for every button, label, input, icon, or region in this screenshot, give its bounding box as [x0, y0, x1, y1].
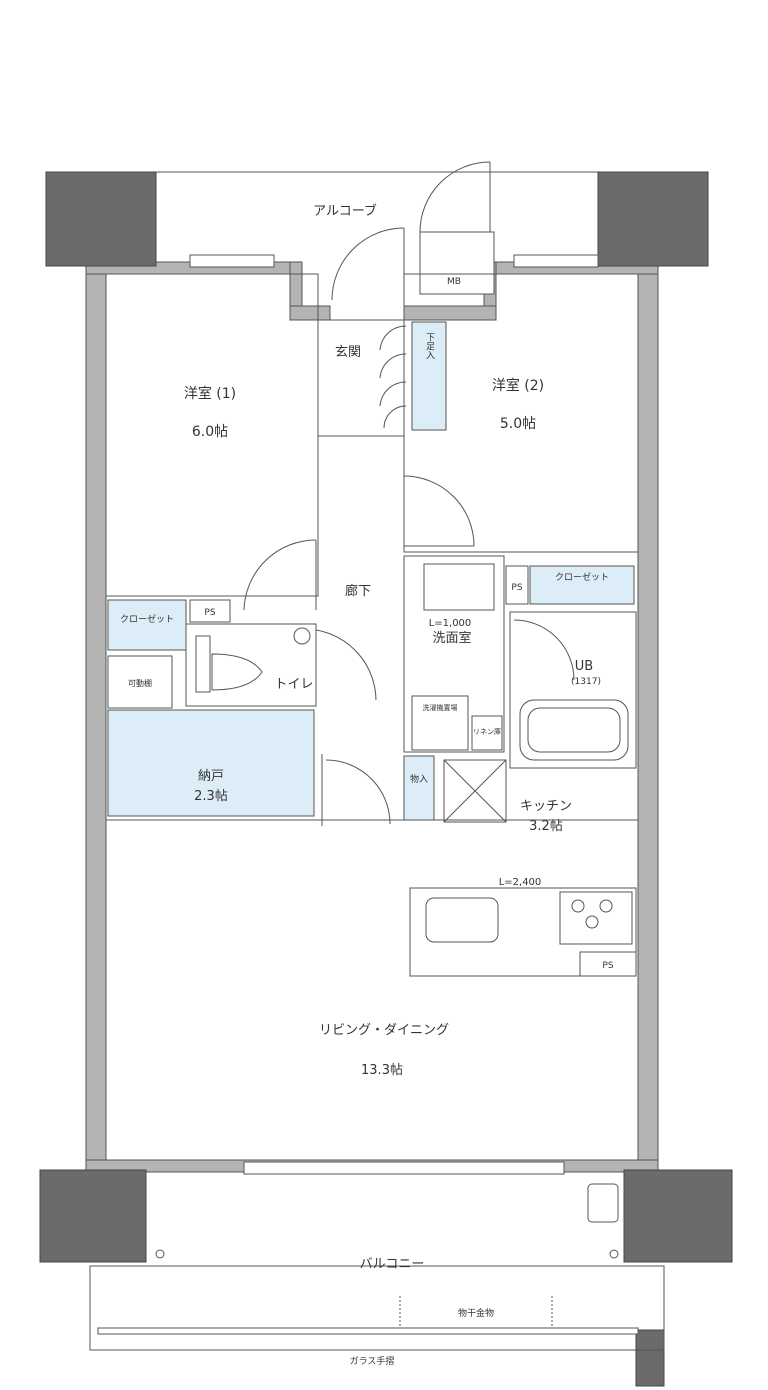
ub-size-label: (1317)	[571, 677, 601, 687]
washroom-length: L=1,000	[429, 618, 472, 629]
hallway: 廊下	[345, 583, 371, 599]
western1-size: 6.0帖	[192, 424, 228, 440]
western-room-1: 洋室 (1) 6.0帖	[105, 273, 319, 611]
living-dining: リビング・ダイニング 13.3帖	[105, 819, 639, 1175]
shoe-storage-label: 下足入	[424, 333, 435, 360]
structural-columns	[39, 171, 733, 1387]
closet2-label: クローゼット	[555, 571, 609, 583]
kitchen: キッチン 3.2帖 L=2,400 PS	[409, 799, 637, 977]
western2-name: 洋室 (2)	[492, 377, 544, 394]
washroom: L=1,000 洗面室 洗濯機置場 リネン庫	[403, 555, 505, 753]
left-closet: クローゼット PS 可動棚	[107, 599, 231, 709]
ub-label: UB	[575, 659, 593, 674]
small-closet: 物入	[403, 755, 507, 823]
closet1-label: クローゼット	[120, 613, 174, 625]
ps2-label: PS	[511, 583, 522, 593]
mb-label: MB	[447, 277, 461, 287]
living-size: 13.3帖	[361, 1063, 403, 1078]
hallway-label: 廊下	[345, 583, 371, 599]
western-room-2: 洋室 (2) 5.0帖 クローゼット PS	[403, 273, 639, 605]
toilet-room: トイレ	[185, 623, 377, 707]
toilet-label: トイレ	[274, 677, 313, 692]
washroom-label: 洗面室	[432, 630, 471, 646]
living-name: リビング・ダイニング	[319, 1023, 449, 1038]
glass-rail-label: ガラス手摺	[350, 1355, 395, 1367]
entrance-label: 玄関	[335, 345, 361, 360]
balcony-label: バルコニー	[360, 1257, 425, 1272]
western2-size: 5.0帖	[500, 416, 536, 432]
balcony: バルコニー 物干金物 ガラス手摺	[89, 1183, 665, 1367]
entrance: 玄関 下足入	[317, 319, 447, 437]
kitchen-size: 3.2帖	[529, 819, 563, 834]
storage-room: 納戸 2.3帖	[107, 709, 391, 826]
washer-label: 洗濯機置場	[423, 703, 458, 712]
linen-label: リネン庫	[473, 727, 501, 736]
ps1-label: PS	[204, 608, 215, 618]
drying-label: 物干金物	[458, 1307, 494, 1319]
storage-size: 2.3帖	[194, 789, 228, 804]
storage-name: 納戸	[198, 769, 224, 784]
ps3-label: PS	[602, 961, 613, 971]
kitchen-name: キッチン	[520, 799, 572, 814]
movable-shelf-label: 可動棚	[128, 678, 152, 688]
kitchen-length: L=2,400	[499, 877, 542, 888]
small-closet-label: 物入	[410, 773, 428, 785]
alcove-label: アルコーブ	[313, 203, 377, 219]
unit-bath: UB (1317)	[509, 611, 637, 769]
alcove: アルコーブ MB	[156, 161, 599, 301]
western1-name: 洋室 (1)	[184, 385, 236, 402]
